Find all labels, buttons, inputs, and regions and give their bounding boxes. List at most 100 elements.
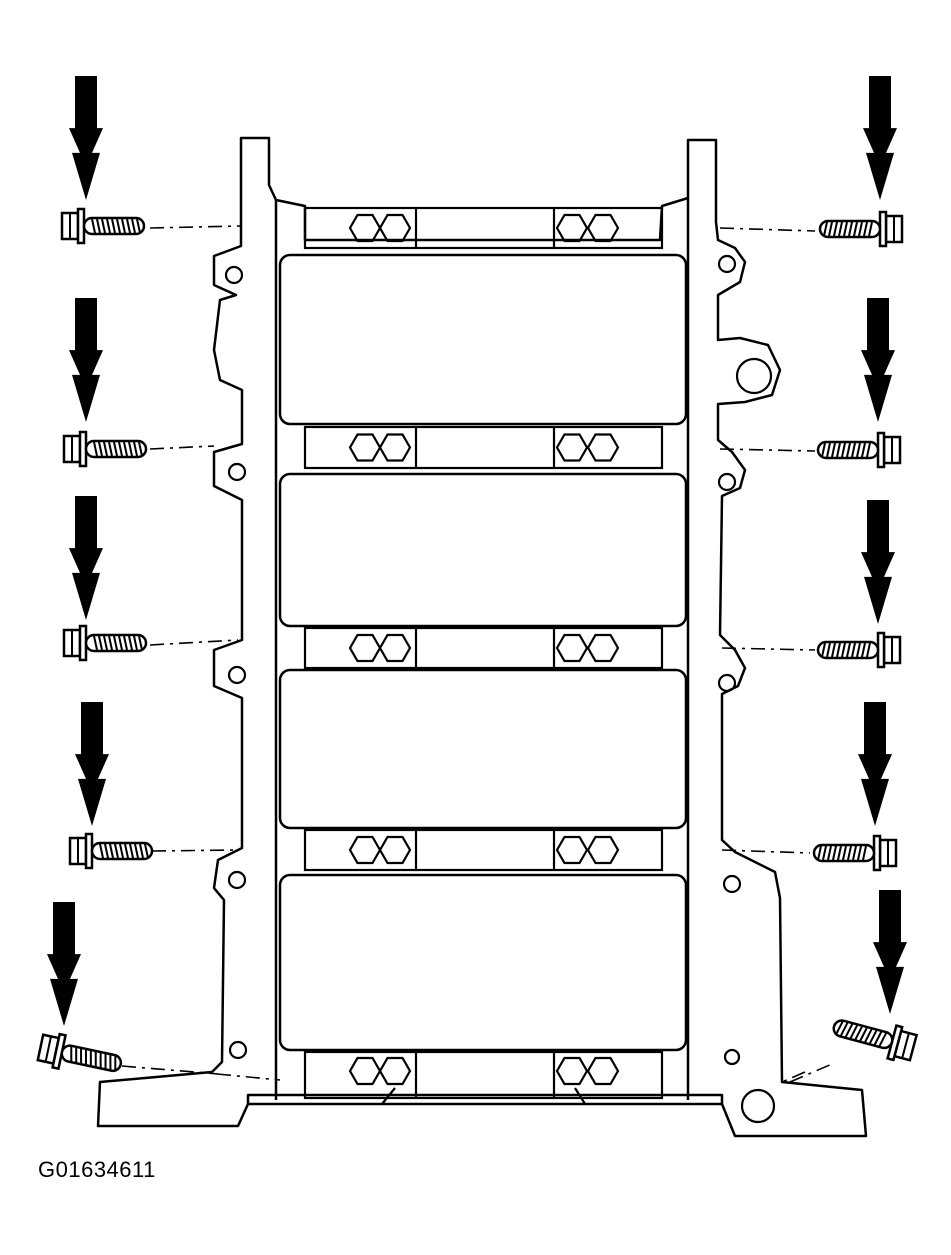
bolt-hole-icon bbox=[740, 1088, 776, 1124]
bolt-hole-icon bbox=[722, 874, 742, 894]
bolt-thread bbox=[866, 442, 871, 458]
leader-line bbox=[789, 1063, 833, 1083]
flange-bolt-icon bbox=[68, 832, 154, 870]
hex-nut-icon bbox=[555, 433, 589, 462]
bolt-thread bbox=[116, 218, 121, 234]
down-arrow-icon bbox=[873, 890, 907, 1014]
bolt-thread bbox=[833, 221, 838, 237]
bolt-thread bbox=[126, 218, 131, 234]
hex-nut-icon bbox=[586, 1056, 620, 1086]
arrow-shape bbox=[858, 702, 892, 826]
bolt-thread bbox=[866, 642, 871, 658]
bolt-hole-icon bbox=[227, 665, 247, 685]
bolt-thread bbox=[878, 1032, 887, 1047]
bolt-thread bbox=[101, 218, 106, 234]
cap-tab bbox=[574, 1087, 586, 1105]
bolt-thread bbox=[826, 642, 831, 658]
bearing-frame bbox=[96, 136, 868, 1138]
bolt-thread bbox=[847, 845, 852, 861]
arrow-shape bbox=[873, 890, 907, 1014]
leader-line bbox=[149, 445, 215, 450]
leader-line bbox=[719, 227, 816, 232]
bolt-thread bbox=[862, 845, 867, 861]
bolt-thread bbox=[136, 218, 141, 234]
hex-nut-icon bbox=[555, 835, 589, 865]
bolt-hole-icon bbox=[224, 265, 244, 285]
flange-bolt-icon bbox=[816, 631, 902, 669]
bolt-thread bbox=[99, 843, 104, 859]
bolt-thread bbox=[121, 218, 126, 234]
bolt-thread bbox=[96, 218, 101, 234]
bolt-thread bbox=[851, 642, 856, 658]
bolt-thread bbox=[98, 441, 103, 457]
bolt-thread bbox=[109, 1055, 112, 1070]
bolt-thread bbox=[827, 845, 832, 861]
frame-outline bbox=[96, 136, 868, 1138]
flange-bolt-icon bbox=[812, 834, 898, 872]
bolt-thread bbox=[138, 441, 143, 457]
hex-nut-icon bbox=[378, 433, 412, 462]
hex-nut-icon bbox=[348, 433, 382, 462]
leader-line bbox=[149, 225, 242, 229]
hex-nut-icon bbox=[348, 835, 382, 865]
bolt-thread bbox=[91, 218, 96, 234]
bolt-thread bbox=[817, 845, 822, 861]
bolt-thread bbox=[823, 221, 828, 237]
bolt-thread bbox=[835, 1021, 844, 1035]
bolt-holes bbox=[224, 254, 776, 1124]
frame-window bbox=[278, 873, 688, 1052]
bolt-thread bbox=[131, 218, 136, 234]
flange-bolt-icon bbox=[36, 1032, 123, 1073]
bolt-thread bbox=[826, 442, 831, 458]
hex-nut-icon bbox=[378, 633, 412, 663]
bolt-thread bbox=[123, 635, 128, 651]
bolt-thread bbox=[844, 1023, 854, 1038]
bolt-thread bbox=[849, 1024, 858, 1039]
frame-windows bbox=[278, 253, 688, 1052]
leader-line bbox=[781, 1071, 806, 1083]
bolt-thread bbox=[848, 221, 853, 237]
bolt-thread bbox=[94, 1052, 97, 1067]
frame-window bbox=[278, 472, 688, 628]
cap-tab bbox=[381, 1087, 396, 1105]
bolt-hole-icon bbox=[717, 254, 737, 274]
bearing-cap bbox=[303, 1050, 664, 1105]
hex-nut-icon bbox=[555, 633, 589, 663]
bolt-thread bbox=[841, 442, 846, 458]
bolt-thread bbox=[114, 843, 119, 859]
bolt-thread bbox=[134, 843, 139, 859]
arrow-shape bbox=[863, 76, 897, 200]
bolt-thread bbox=[864, 1028, 873, 1043]
down-arrow-icon bbox=[69, 298, 103, 422]
bolt-thread bbox=[123, 441, 128, 457]
bolt-thread bbox=[821, 642, 826, 658]
hex-nut-icon bbox=[586, 433, 620, 462]
bolt-thread bbox=[856, 642, 861, 658]
hex-nut-icon bbox=[348, 213, 382, 243]
arrow-shape bbox=[69, 76, 103, 200]
down-arrow-icon bbox=[69, 496, 103, 620]
bolt-thread bbox=[104, 1054, 107, 1069]
bolt-thread bbox=[118, 441, 123, 457]
down-arrow-icon bbox=[75, 702, 109, 826]
down-arrow-icon bbox=[69, 76, 103, 200]
bolt-thread bbox=[858, 221, 863, 237]
figure-code: G01634611 bbox=[38, 1157, 156, 1182]
hex-nut-icon bbox=[555, 213, 589, 243]
bolt-thread bbox=[822, 845, 827, 861]
bolt-thread bbox=[109, 843, 114, 859]
bolt-thread bbox=[103, 635, 108, 651]
bolt-hole-icon bbox=[723, 1048, 741, 1066]
leader-line bbox=[216, 1073, 281, 1081]
bolt-thread bbox=[854, 1026, 863, 1040]
bolt-thread bbox=[111, 218, 116, 234]
leader-lines bbox=[121, 225, 833, 1083]
hex-nut-icon bbox=[555, 1056, 589, 1086]
bolt-thread bbox=[80, 1048, 83, 1064]
bolt-thread bbox=[138, 635, 143, 651]
bolt-thread bbox=[828, 221, 833, 237]
bolt-thread bbox=[836, 442, 841, 458]
arrow-shape bbox=[69, 496, 103, 620]
hex-nut-icon bbox=[348, 1056, 382, 1086]
